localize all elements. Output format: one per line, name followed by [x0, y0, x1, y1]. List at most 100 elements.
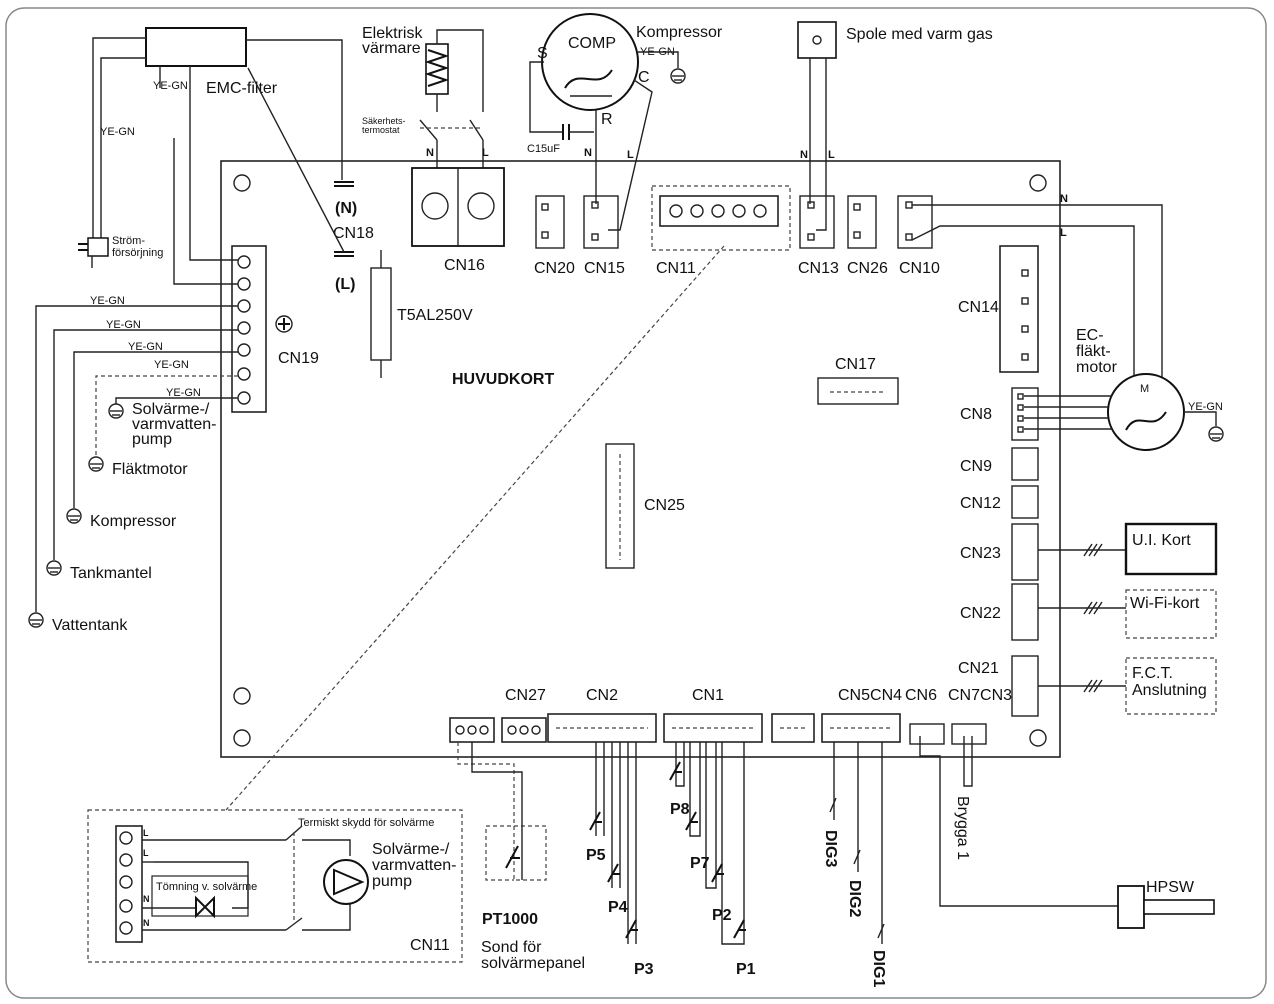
hpsw-label: HPSW [1146, 879, 1195, 896]
outer-frame [5, 7, 1267, 999]
compressor-label: Kompressor [636, 24, 723, 41]
wire-label-yegn-emc: YE-GN [153, 80, 188, 92]
cn19-pins [237, 255, 251, 405]
inset-l1: L [143, 828, 149, 838]
cn10-connector [897, 195, 933, 249]
hpsw-stem [1143, 899, 1215, 915]
cn19-terminal [231, 245, 267, 413]
ec-fan-motor-label: EC-fläkt-motor [1076, 327, 1118, 376]
power-wires [92, 37, 343, 285]
inset-l2: L [143, 848, 149, 858]
cn10-label: CN10 [899, 260, 940, 277]
solar-drain-box [151, 875, 249, 917]
wifi-board-box [1125, 589, 1217, 639]
wifi-board-label: Wi-Fi-kort [1130, 595, 1200, 612]
motor-m-label: M [1140, 383, 1149, 395]
wire-l-heater: L [482, 147, 489, 159]
cn14-label: CN14 [958, 299, 999, 316]
cn27-connector [501, 717, 547, 743]
cn11-dashed-area [651, 185, 791, 251]
sensor-p5: P5 [586, 847, 606, 864]
cn20-label: CN20 [534, 260, 575, 277]
cn18-label: CN18 [333, 225, 374, 242]
solar-pump-inset-label: Solvärme-/varmvatten-pump [372, 841, 456, 890]
wire-label-yegn-5: YE-GN [166, 387, 201, 399]
sensor-p4: P4 [608, 899, 628, 916]
pump-icon [323, 859, 369, 905]
cn1-connector [663, 713, 763, 743]
hot-gas-coil-label: Spole med varm gas [846, 26, 993, 43]
cn22-label: CN22 [960, 605, 1001, 622]
mounting-holes [233, 174, 1047, 747]
wire-n-fan: N [1060, 193, 1068, 205]
fct-label: F.C.T.Anslutning [1132, 665, 1207, 699]
ground-tank-jacket-label: Tankmantel [70, 565, 152, 582]
wire-l-coil: L [828, 149, 835, 161]
cn14-connector [999, 245, 1039, 373]
wire-label-yegn-2: YE-GN [106, 319, 141, 331]
inset-n2: N [143, 918, 150, 928]
cn20-connector [535, 195, 565, 249]
safety-thermostat-label: Säkerhets-termostat [362, 116, 406, 135]
cn15-connector [583, 195, 619, 249]
cn22-connector [1011, 583, 1039, 641]
pt1000-label: PT1000 [482, 911, 538, 928]
cn13-label: CN13 [798, 260, 839, 277]
cn25-label: CN25 [644, 497, 685, 514]
sensor-p2: P2 [712, 907, 732, 924]
cn23-label: CN23 [960, 545, 1001, 562]
capacitor-label: C15uF [527, 143, 560, 155]
board-label: HUVUDKORT [452, 371, 554, 388]
cn25-connector [605, 443, 635, 569]
ground-icon-fan-motor [88, 456, 104, 472]
wire-label-yegn-supply: YE-GN [100, 126, 135, 138]
terminal-n-label: (N) [335, 200, 357, 217]
cn5cn4-label: CN5CN4 [838, 687, 902, 704]
cn2-connector [547, 713, 657, 743]
terminal-l-label: (L) [335, 276, 355, 293]
emc-filter-label: EMC-filter [206, 80, 278, 97]
wire-n-heater: N [426, 147, 434, 159]
emc-filter-box [145, 27, 247, 67]
cn2-label: CN2 [586, 687, 618, 704]
fan-ground-icon [1184, 411, 1224, 442]
hot-gas-coil-box [797, 21, 837, 59]
cn17-label: CN17 [835, 356, 876, 373]
cn8-connector [1011, 387, 1039, 441]
cn8-label: CN8 [960, 406, 992, 423]
wire-label-yegn-fan: YE-GN [1188, 401, 1223, 413]
sensor-p1: P1 [736, 961, 756, 978]
main-board [220, 160, 1061, 758]
cn11-label: CN11 [656, 260, 696, 277]
sensor-dig3: DIG3 [822, 830, 839, 867]
cn26-label: CN26 [847, 260, 888, 277]
ground-fan-motor-label: Fläktmotor [112, 461, 188, 478]
inset-pins [119, 831, 133, 935]
cn6-label: CN6 [905, 687, 937, 704]
sensor-symbols [589, 761, 885, 939]
wire-n-coil: N [800, 149, 808, 161]
inset-terminal [115, 825, 143, 943]
sensor-p8: P8 [670, 801, 690, 818]
bridge-label: Brygga 1 [954, 796, 971, 860]
ground-icon-water-tank [28, 612, 44, 628]
solar-drain-label: Tömning v. solvärme [156, 881, 257, 893]
sensor-dig1: DIG1 [870, 950, 887, 987]
cn23-connector [1011, 523, 1039, 581]
cn26-connector [847, 195, 877, 249]
cn7cn3-connector [951, 723, 987, 745]
cn11-inset-label: CN11 [410, 937, 450, 954]
cn21-connector [1011, 655, 1039, 717]
wire-label-yegn-4: YE-GN [154, 359, 189, 371]
hpsw-body [1117, 885, 1145, 929]
compressor-ground-icon [638, 51, 686, 84]
cn6-connector [909, 723, 945, 745]
wire-label-yegn-3: YE-GN [128, 341, 163, 353]
fuse-label: T5AL250V [397, 307, 473, 324]
cn17-connector [817, 377, 899, 405]
comp-c: C [638, 69, 650, 86]
cn9-connector [1011, 447, 1039, 481]
wire-l-comp: L [627, 149, 634, 161]
